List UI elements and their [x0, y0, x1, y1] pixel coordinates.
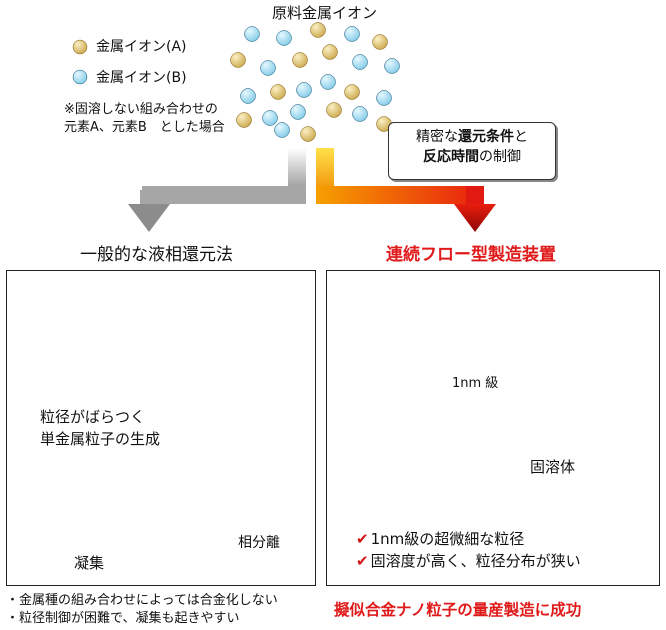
ion-b-sphere [262, 110, 278, 126]
control-callout: 精密な還元条件と 反応時間の制御 [388, 122, 556, 180]
left-desc: 粒径がばらつく 単金属粒子の生成 [40, 406, 160, 450]
legend-note-line1: ※固溶しない組み合わせの [64, 102, 218, 117]
ion-b-sphere [260, 60, 276, 76]
check-icon: ✔ [356, 530, 369, 548]
check-item-2: ✔固溶度が高く、粒径分布が狭い [356, 552, 581, 570]
ion-a-sphere [344, 84, 360, 100]
callout-line1: 精密な還元条件と [416, 129, 528, 145]
legend-ion-b-label: 金属イオン(B) [96, 70, 187, 86]
ion-b-sphere [290, 104, 306, 120]
right-checklist: ✔1nm級の超微細な粒径 ✔固溶度が高く、粒径分布が狭い [356, 528, 581, 572]
legend-ion-a-label: 金属イオン(A) [96, 39, 187, 55]
ion-a-sphere [230, 52, 246, 68]
aggregation-label: 凝集 [74, 554, 105, 572]
ion-a-sphere [326, 102, 342, 118]
phase-separation-label: 相分離 [238, 535, 280, 551]
left-bullet-2: ・粒径制御が困難で、凝集も起きやすい [6, 611, 240, 626]
ion-b-sphere [276, 30, 292, 46]
blue-sphere-icon [72, 69, 88, 85]
ion-b-sphere [376, 90, 392, 106]
ion-b-sphere [352, 54, 368, 70]
result-banner: 擬似合金ナノ粒子の量産製造に成功 [334, 601, 582, 619]
callout-line2: 反応時間の制御 [423, 149, 521, 165]
check-item-1: ✔1nm級の超微細な粒径 [356, 530, 525, 548]
ion-a-sphere [372, 34, 388, 50]
ion-b-sphere [320, 74, 336, 90]
check-icon: ✔ [356, 552, 369, 570]
left-desc-line1: 粒径がばらつく [40, 408, 146, 426]
right-method-title: 連続フロー型製造装置 [386, 245, 556, 265]
ion-b-sphere [274, 122, 290, 138]
left-panel [6, 270, 316, 586]
left-method-title: 一般的な液相還元法 [80, 245, 233, 265]
ion-a-sphere [300, 126, 316, 142]
raw-ion-title: 原料金属イオン [272, 4, 378, 22]
ion-b-sphere [384, 58, 400, 74]
left-bullet-1: ・金属種の組み合わせによっては合金化しない [6, 593, 278, 608]
scale-label: 1nm 級 [452, 376, 499, 391]
ion-b-sphere [296, 82, 312, 98]
ion-b-sphere [352, 106, 368, 122]
left-desc-line2: 単金属粒子の生成 [40, 430, 161, 448]
ion-a-sphere [270, 84, 286, 100]
ion-b-sphere [244, 26, 260, 42]
ion-a-sphere [292, 52, 308, 68]
left-bullets: ・金属種の組み合わせによっては合金化しない ・粒径制御が困難で、凝集も起きやすい [6, 592, 278, 628]
gold-sphere-icon [72, 39, 88, 55]
gray-split-arrow [128, 148, 306, 232]
legend-note-line2: 元素A、元素B とした場合 [64, 120, 225, 135]
ion-b-sphere [344, 26, 360, 42]
ion-a-sphere [236, 112, 252, 128]
solid-solution-label: 固溶体 [530, 458, 576, 476]
red-split-arrow [316, 148, 496, 232]
ion-a-sphere [310, 22, 326, 38]
ion-b-sphere [240, 88, 256, 104]
ion-a-sphere [322, 44, 338, 60]
right-panel [326, 270, 660, 586]
